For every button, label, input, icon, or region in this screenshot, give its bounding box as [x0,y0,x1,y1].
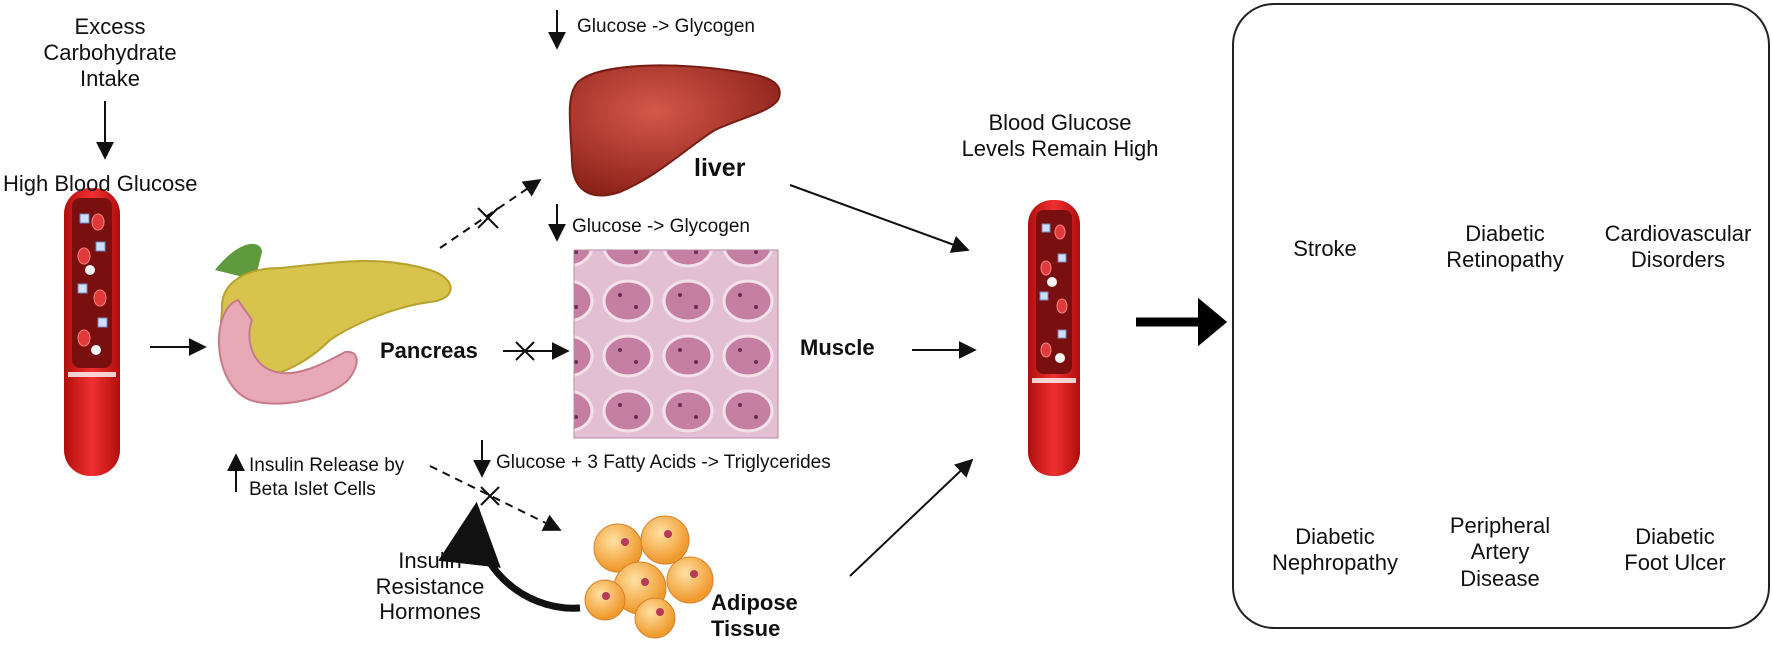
blood-glucose-high-label: Blood Glucose Levels Remain High [961,110,1159,162]
complication-label-nephropathy: Diabetic Nephropathy [1272,524,1398,576]
arrow-pancreas-to-liver [439,178,542,249]
block-mark-muscle [515,341,535,361]
arrow-to-complications-head [1198,297,1228,347]
insulin-release-label: Insulin Release by Beta Islet Cells [249,455,405,500]
adipose-label: Adipose Tissue [711,590,798,642]
liver-illustration [568,64,781,197]
adipose-process-label: Glucose + 3 Fatty Acids -> Triglycerides [496,452,831,473]
complication-label-peripheral-artery: Peripheral Artery Disease [1449,513,1551,591]
muscle-tissue-image [573,249,779,439]
pancreas-illustration [215,243,452,405]
excess-carb-label: Excess Carbohydrate Intake [43,14,177,91]
block-mark-liver [477,207,499,229]
adipose-cells-illustration [584,515,714,639]
arrow-adipose-to-blood [849,458,974,577]
insulin-resistance-label: Insulin Resistance Hormones [375,548,485,625]
arrow-insulin-resistance [438,501,581,612]
high-blood-glucose-label: High Blood Glucose [3,171,198,196]
complication-label-stroke: Stroke [1293,236,1357,261]
arrow-liver-to-blood [789,184,970,253]
blood-tube-right [1028,200,1080,476]
blood-tube-left [64,188,120,476]
complication-label-foot-ulcer: Diabetic Foot Ulcer [1624,524,1726,576]
arrow-pancreas-to-adipose [429,465,562,531]
pancreas-label: Pancreas [380,338,478,363]
complications-panel [1232,3,1770,629]
liver-label: liver [694,154,746,182]
complication-label-cardiovascular: Cardiovascular Disorders [1604,221,1752,273]
muscle-process-label: Glucose -> Glycogen [572,216,750,237]
block-mark-adipose [480,486,500,506]
liver-process-label: Glucose -> Glycogen [577,16,755,37]
muscle-label: Muscle [800,335,875,360]
complication-label-retinopathy: Diabetic Retinopathy [1446,221,1564,273]
